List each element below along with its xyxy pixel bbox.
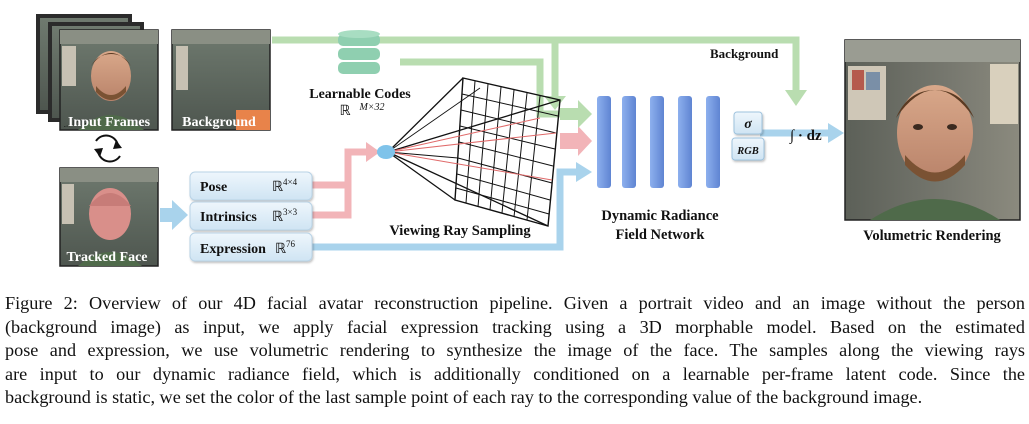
background-image bbox=[171, 29, 271, 131]
sigma-label: σ bbox=[744, 117, 752, 132]
volumetric-rendering-label: Volumetric Rendering bbox=[863, 228, 1001, 244]
network-label-line1: Dynamic Radiance bbox=[601, 208, 719, 224]
tracked-face-label: Tracked Face bbox=[67, 250, 148, 265]
radiance-network bbox=[597, 96, 720, 188]
caption-line: Figure 2: Overview of our 4D facial avat… bbox=[5, 293, 1025, 313]
cycle-icon bbox=[94, 134, 122, 163]
learnable-codes-dim: ℝ bbox=[339, 104, 350, 119]
arrowhead bbox=[828, 123, 844, 143]
input-frame-image bbox=[59, 29, 159, 131]
rays-to-network-arrow bbox=[560, 126, 592, 156]
rgb-output-box: RGB bbox=[731, 137, 765, 161]
tracked-to-params-arrow bbox=[160, 200, 188, 230]
figure-caption: Figure 2: Overview of our 4D facial avat… bbox=[5, 292, 1025, 410]
background-skip-arrow bbox=[555, 36, 800, 92]
input-frames-label: Input Frames bbox=[68, 115, 151, 130]
viewing-ray-frustum bbox=[377, 77, 561, 227]
codes-to-network-arrowhead bbox=[560, 100, 592, 128]
intrinsics-dim: ℝ bbox=[272, 210, 283, 225]
expression-sup: 76 bbox=[286, 239, 296, 249]
expression-dim: ℝ bbox=[275, 242, 286, 257]
background-label: Background bbox=[182, 115, 256, 130]
viewing-ray-label: Viewing Ray Sampling bbox=[389, 223, 531, 239]
arrowhead bbox=[576, 162, 592, 182]
intrinsics-label: Intrinsics bbox=[200, 210, 257, 225]
pose-sup: 4×4 bbox=[283, 177, 298, 187]
learnable-codes-sup: M×32 bbox=[358, 102, 384, 113]
pose-dim: ℝ bbox=[272, 180, 283, 195]
input-frames-stack bbox=[36, 14, 159, 131]
sigma-output-box: σ bbox=[733, 111, 763, 135]
database-icon bbox=[338, 30, 380, 74]
tracked-face-image bbox=[59, 167, 159, 267]
rgb-label: RGB bbox=[736, 146, 759, 157]
caption-line: are input to our dynamic radiance field,… bbox=[5, 363, 1025, 384]
caption-line: pose and expression, we use volumetric r… bbox=[5, 340, 1025, 360]
pose-label: Pose bbox=[200, 180, 227, 195]
pose-to-ray-arrow bbox=[312, 148, 370, 189]
volumetric-rendering-image bbox=[844, 39, 1021, 221]
arrowhead bbox=[544, 96, 566, 110]
pose-box: Pose ℝ 4×4 bbox=[189, 171, 313, 201]
pipeline-diagram: ... M ... Input Frames Background Tracke… bbox=[36, 14, 1021, 267]
intrinsics-box: Intrinsics ℝ 3×3 bbox=[189, 201, 313, 231]
arrowhead bbox=[366, 142, 380, 162]
integral-label: ∫ · dz bbox=[789, 128, 822, 144]
learnable-codes-label: Learnable Codes bbox=[309, 87, 411, 102]
caption-line: (background image) as input, we apply fa… bbox=[5, 316, 1025, 337]
caption-line: background is static, we set the color o… bbox=[5, 387, 923, 407]
expression-box: Expression ℝ 76 bbox=[189, 232, 313, 262]
arrowhead bbox=[785, 90, 807, 106]
expression-label: Expression bbox=[200, 242, 266, 257]
frames-count-label: ... M ... bbox=[63, 116, 90, 129]
network-label-line2: Field Network bbox=[616, 227, 706, 243]
expression-to-network-arrow bbox=[312, 168, 578, 251]
intrinsics-sup: 3×3 bbox=[283, 207, 298, 217]
intrinsics-to-ray-arrow bbox=[312, 185, 352, 219]
background-arrow-label: Background bbox=[710, 46, 779, 61]
